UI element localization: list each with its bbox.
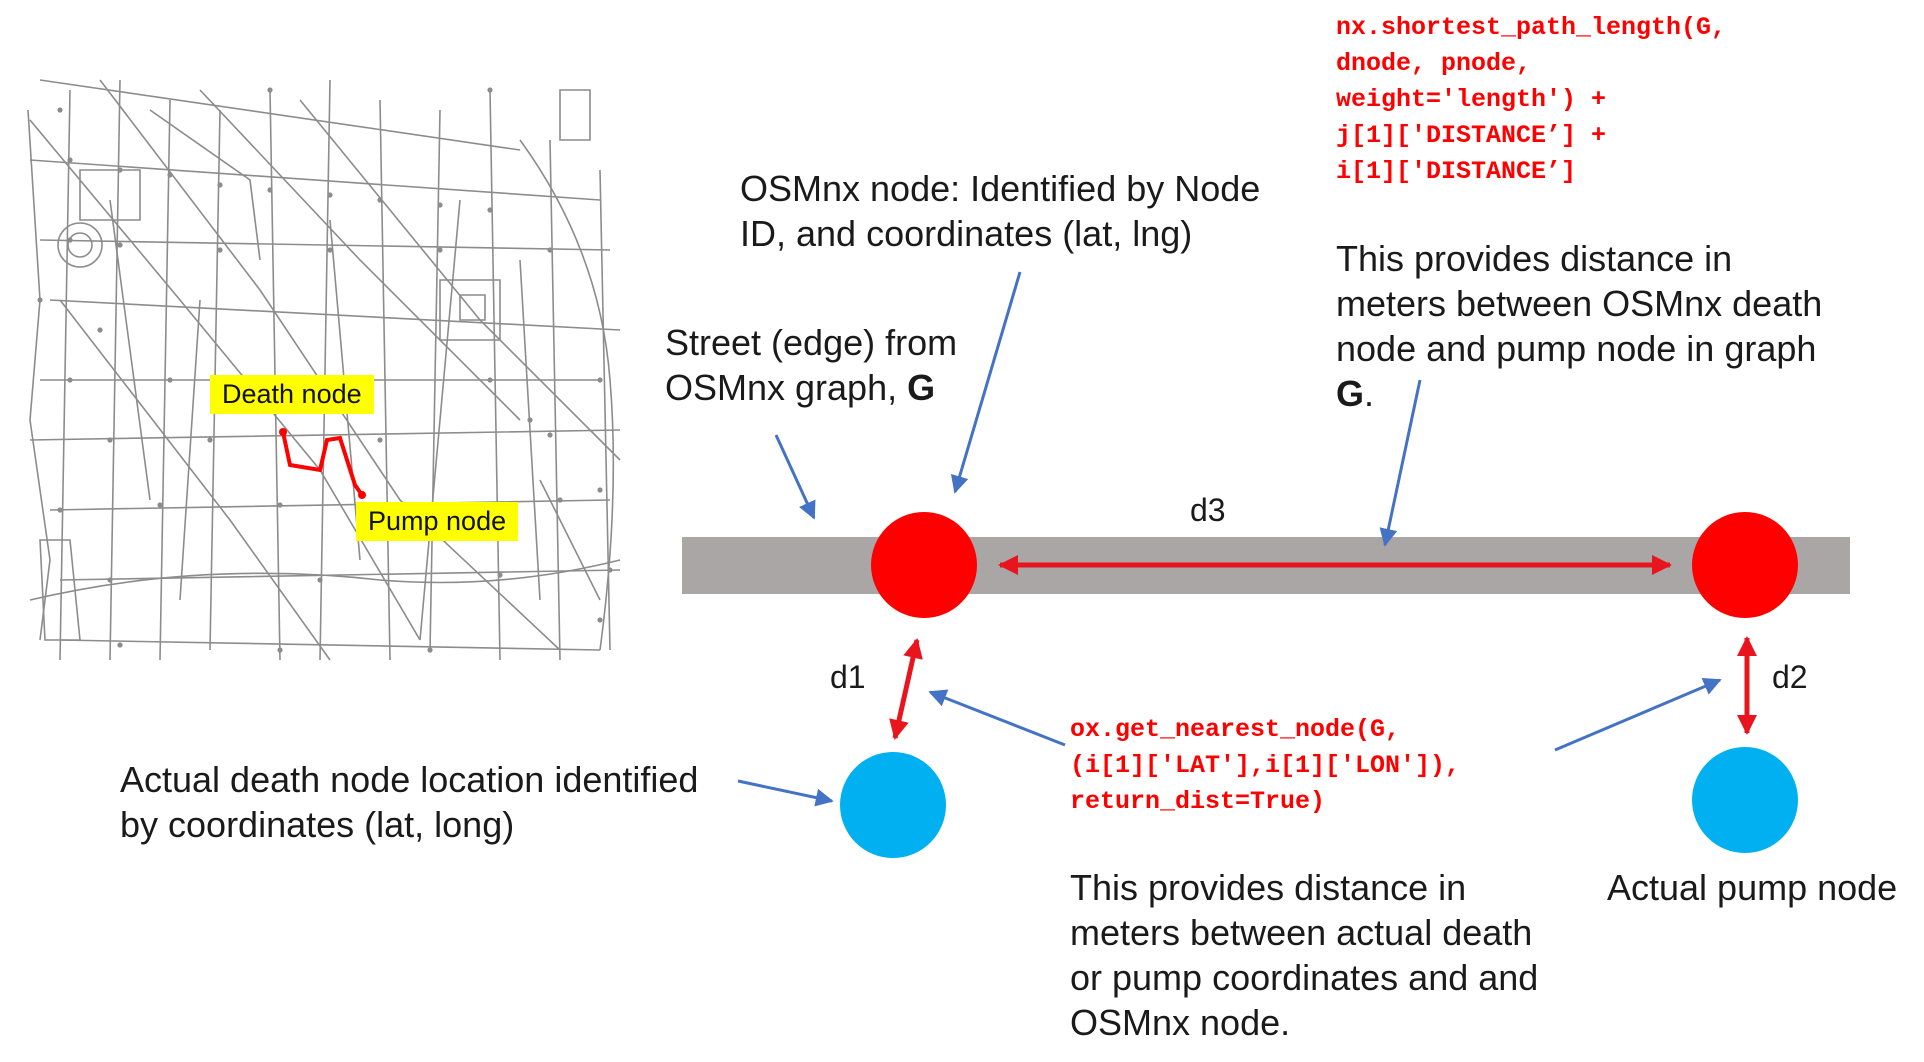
code-line: (i[1]['LAT'],i[1]['LON']), <box>1070 751 1461 780</box>
pointer-d3 <box>1379 379 1422 547</box>
actual-death-label: Actual death node location identified by… <box>120 757 698 847</box>
pointer-osmnx-node <box>950 271 1022 494</box>
code-line: j[1]['DISTANCE’] + <box>1336 121 1607 150</box>
d1-label: d1 <box>830 659 866 695</box>
code-line: dnode, pnode, <box>1336 49 1532 78</box>
map-pump-point <box>358 491 366 499</box>
osmnx-node-label: OSMnx node: Identified by Node ID, and c… <box>740 166 1260 256</box>
death-node-tag: Death node <box>210 375 374 414</box>
d3-label: d3 <box>1190 492 1226 528</box>
graph-g-bold: G <box>907 367 936 408</box>
actual-distance-line: meters between actual death <box>1070 912 1533 953</box>
actual-pump-node <box>1692 747 1798 853</box>
graph-distance-line: meters between OSMnx death <box>1336 283 1823 324</box>
code-line: ox.get_nearest_node(G, <box>1070 715 1401 744</box>
code-line: return_dist=True) <box>1070 787 1326 816</box>
graph-g-bold: G <box>1336 373 1365 414</box>
graph-distance-line: This provides distance in <box>1336 238 1733 279</box>
pointer-nearest-pump <box>1554 678 1722 752</box>
pointer-actual-death <box>737 779 834 807</box>
map-route <box>281 431 364 497</box>
map-node-dots <box>37 87 613 653</box>
osmnx-node-label-line: ID, and coordinates (lat, lng) <box>740 213 1193 254</box>
street-label-line: OSMnx graph, G <box>665 365 957 410</box>
shortest-path-code: nx.shortest_path_length(G, dnode, pnode,… <box>1336 10 1726 190</box>
graph-distance-line: G. <box>1336 371 1822 416</box>
actual-death-line: Actual death node location identified <box>120 759 699 800</box>
actual-distance-line: This provides distance in <box>1070 867 1467 908</box>
graph-distance-suffix: . <box>1364 373 1375 414</box>
street-map <box>27 79 621 661</box>
code-line: i[1]['DISTANCE’] <box>1336 157 1577 186</box>
pointer-nearest-death <box>928 689 1066 747</box>
pointer-street <box>774 434 816 520</box>
actual-distance-line: OSMnx node. <box>1070 1002 1291 1043</box>
d2-label: d2 <box>1772 659 1808 695</box>
nearest-node-code: ox.get_nearest_node(G, (i[1]['LAT'],i[1]… <box>1070 712 1460 820</box>
map-death-point <box>279 428 287 436</box>
actual-death-line: by coordinates (lat, long) <box>120 804 515 845</box>
d1-arrow <box>889 638 923 740</box>
code-line: weight='length') + <box>1336 85 1607 114</box>
actual-distance-label: This provides distance in meters between… <box>1070 865 1538 1045</box>
graph-distance-label: This provides distance in meters between… <box>1336 236 1822 416</box>
street-label-text: OSMnx graph, <box>665 367 908 408</box>
graph-distance-line: node and pump node in graph <box>1336 328 1817 369</box>
street-label: Street (edge) from OSMnx graph, G <box>665 320 957 410</box>
osmnx-node-label-line: OSMnx node: Identified by Node <box>740 168 1261 209</box>
street-label-line: Street (edge) from <box>665 322 958 363</box>
code-line: nx.shortest_path_length(G, <box>1336 13 1727 42</box>
actual-pump-label: Actual pump node <box>1607 867 1898 908</box>
actual-distance-line: or pump coordinates and and <box>1070 957 1539 998</box>
pump-node-tag: Pump node <box>356 502 519 541</box>
osmnx-death-node <box>871 512 977 618</box>
osmnx-pump-node <box>1692 512 1798 618</box>
actual-death-node <box>840 752 946 858</box>
